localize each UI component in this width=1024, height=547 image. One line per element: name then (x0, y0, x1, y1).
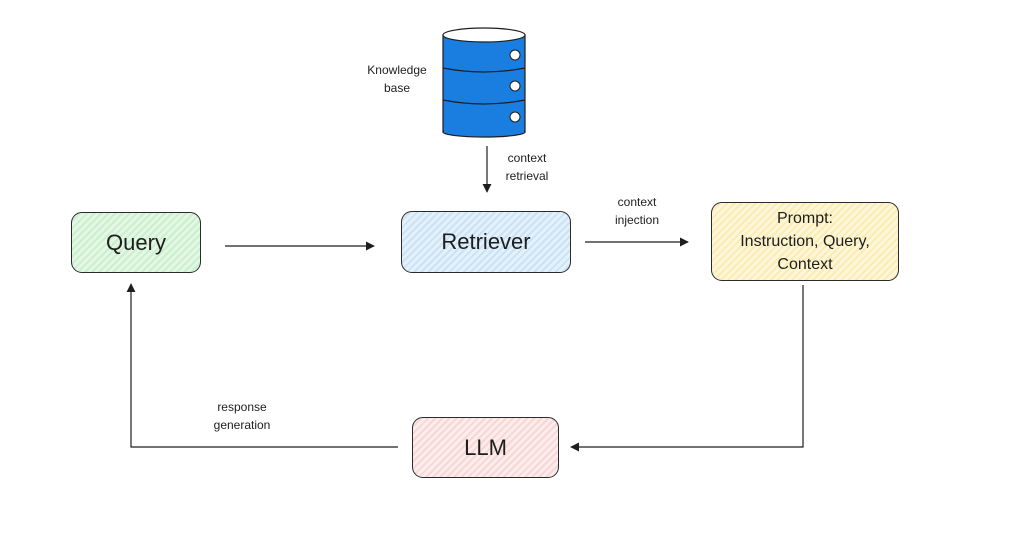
arrow-llm-to-query (126, 283, 398, 448)
query-node[interactable]: Query (71, 212, 201, 273)
retriever-node[interactable]: Retriever (401, 211, 571, 273)
arrow-prompt-to-llm (570, 285, 804, 452)
prompt-node-line: Instruction, Query, (740, 233, 870, 250)
retriever-node-label: Retriever (441, 229, 531, 254)
prompt-node-line: Prompt: (776, 210, 833, 227)
context-retrieval-label: context retrieval (505, 151, 549, 183)
prompt-node[interactable]: Prompt: Instruction, Query, Context (711, 202, 899, 281)
prompt-node-line: Context (777, 256, 833, 273)
knowledge-base-label: Knowledge base (367, 63, 427, 95)
response-generation-label: response generation (213, 400, 271, 432)
database-icon (442, 27, 526, 138)
llm-node[interactable]: LLM (412, 417, 559, 478)
query-node-label: Query (106, 229, 166, 255)
llm-node-label: LLM (464, 434, 507, 460)
context-injection-label: context injection (614, 195, 660, 227)
